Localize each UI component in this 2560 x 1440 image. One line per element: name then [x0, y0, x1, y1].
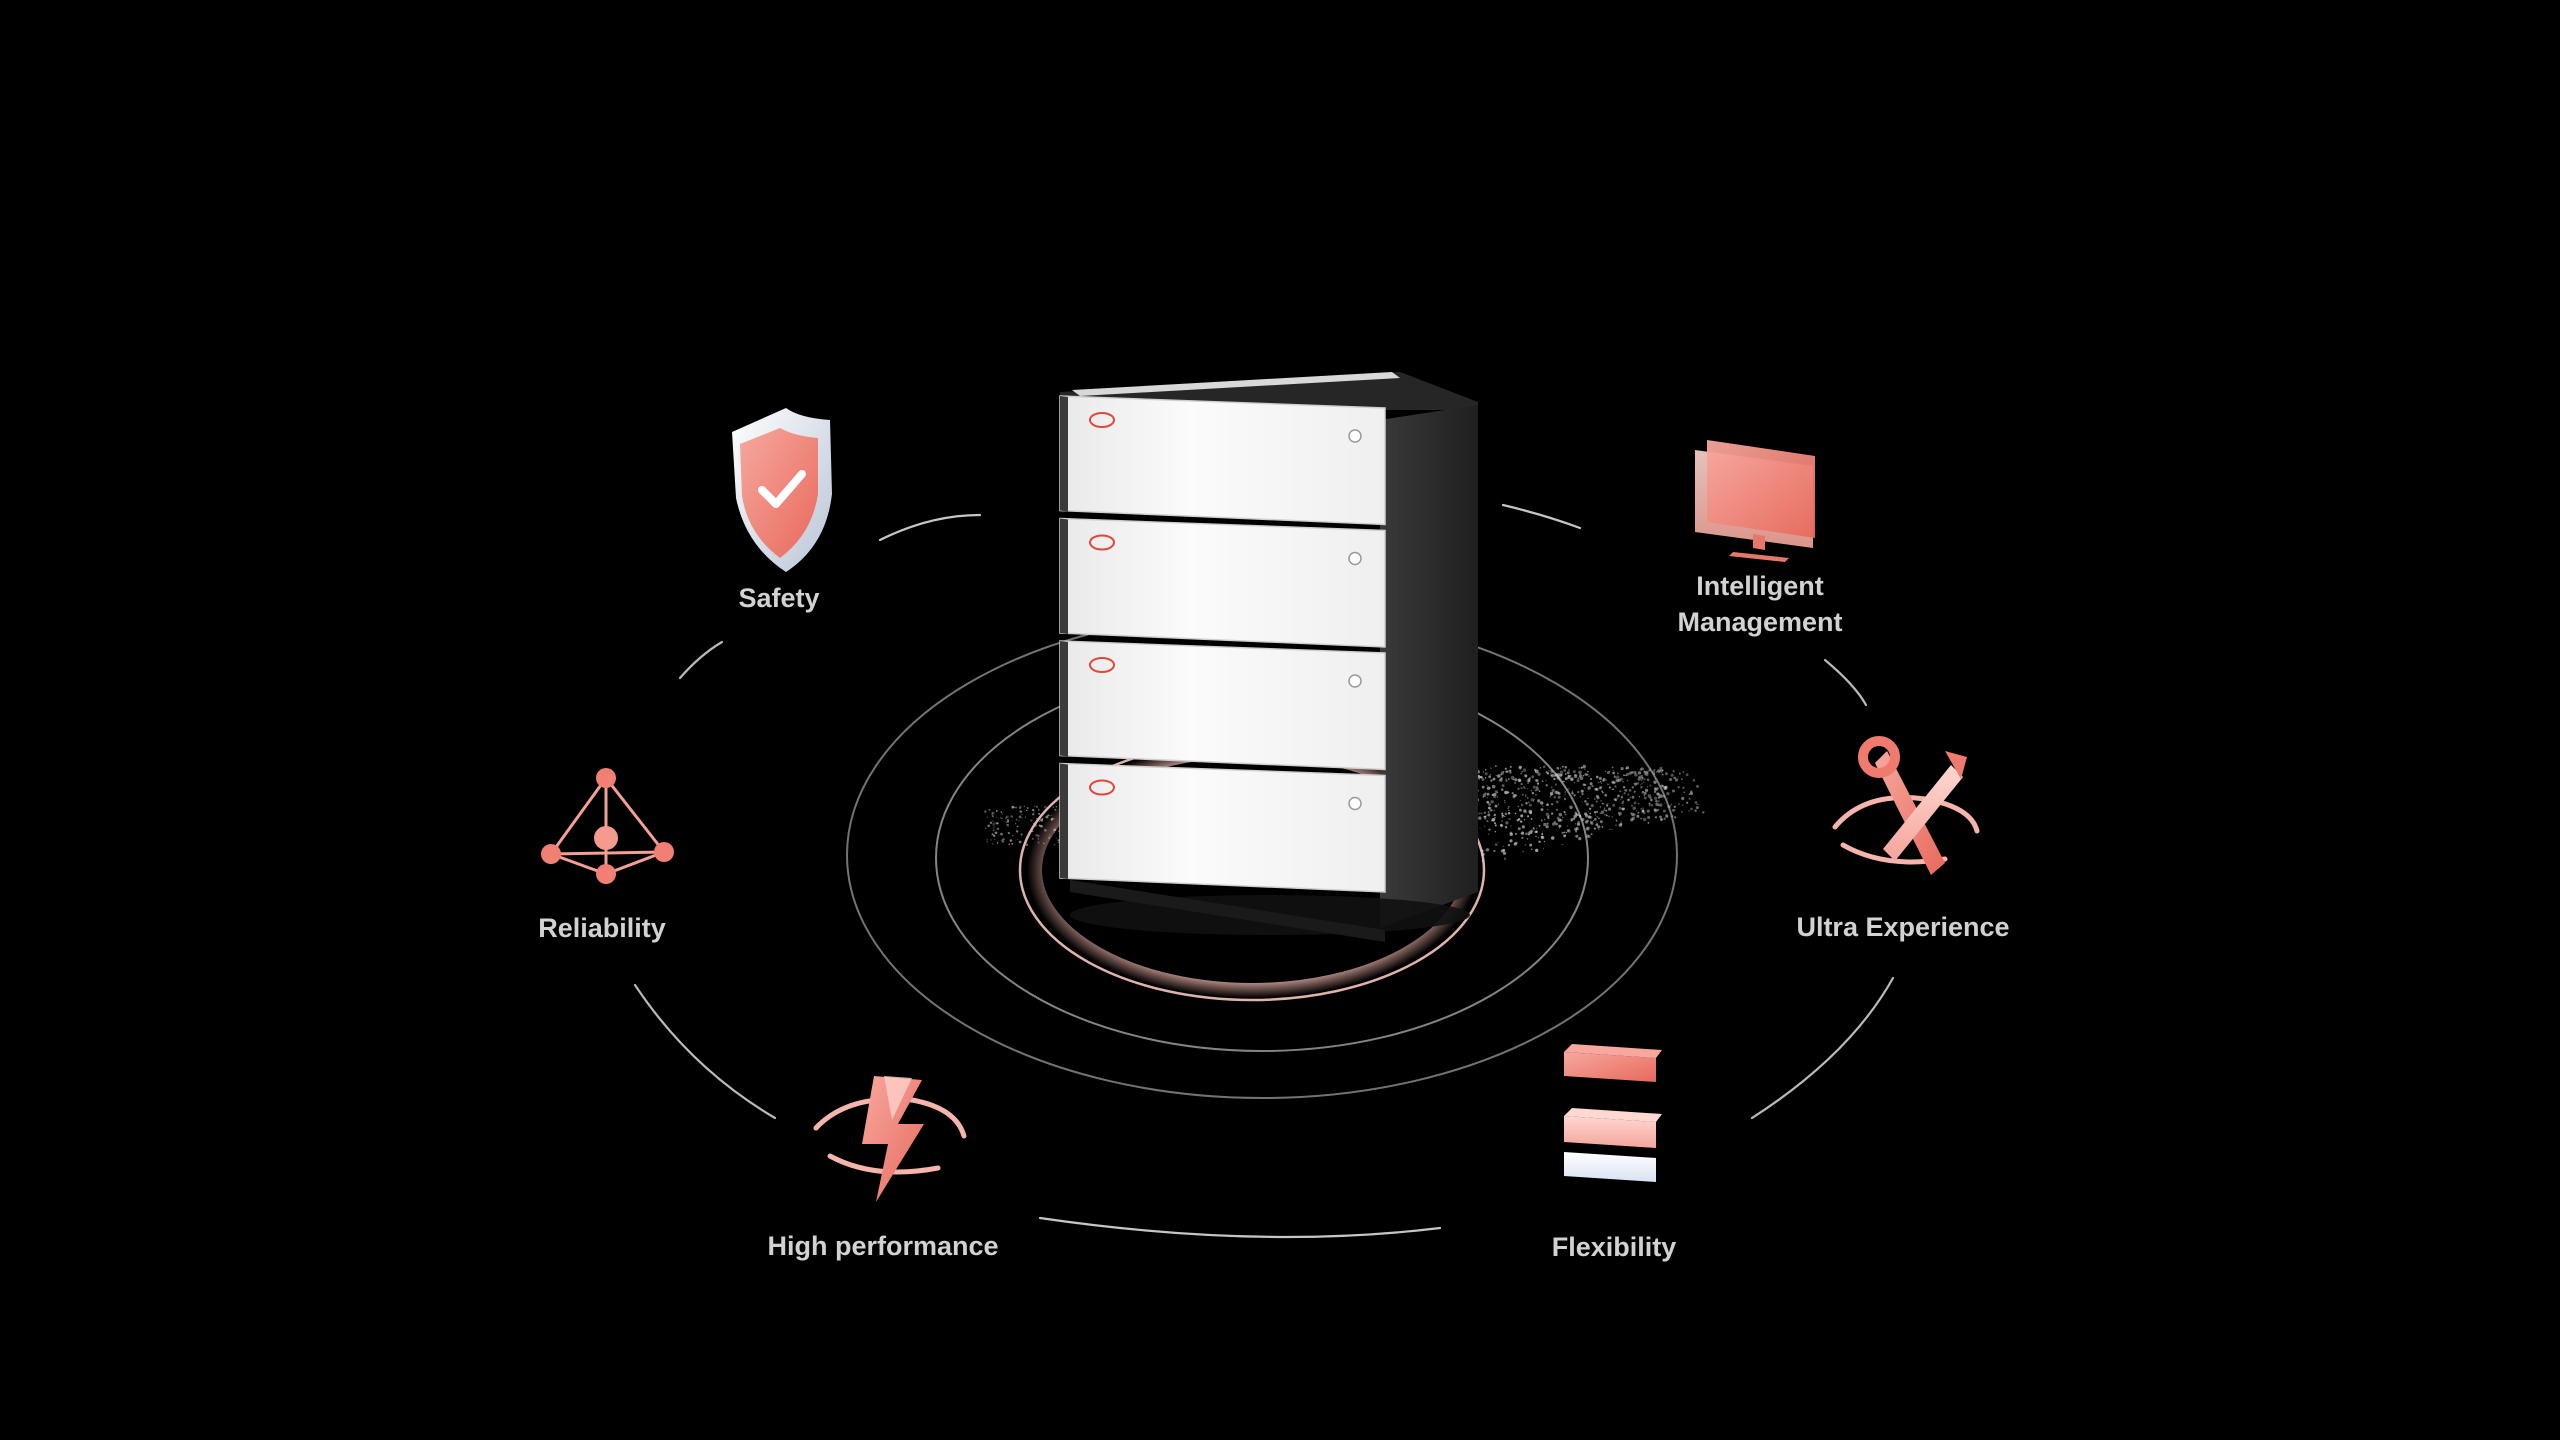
pyramid-network-icon [541, 768, 674, 884]
label-flexibility: Flexibility [1552, 1229, 1677, 1265]
status-indicator-icon [1348, 551, 1362, 566]
battery-module-edge [1060, 641, 1068, 757]
label-reliability: Reliability [538, 910, 666, 946]
label-safety-text: Safety [738, 583, 820, 613]
battery-module-edge [1060, 763, 1068, 879]
label-ultra-experience: Ultra Experience [1796, 909, 2009, 945]
label-reliability-text: Reliability [538, 913, 666, 943]
status-indicator-icon [1348, 674, 1362, 688]
label-safety: Safety [738, 580, 819, 616]
battery-module-edge [1060, 518, 1068, 634]
brand-logo-icon [1089, 657, 1115, 673]
label-ultra-experience-text: Ultra Experience [1796, 912, 2010, 942]
label-high-performance-text: High performance [767, 1231, 999, 1261]
brand-logo-icon [1089, 779, 1115, 796]
status-indicator-icon [1348, 796, 1362, 811]
monitor-icon [1695, 440, 1815, 562]
lightning-rotate-icon [813, 1076, 967, 1202]
label-flexibility-text: Flexibility [1551, 1232, 1677, 1262]
stacked-blocks-icon [1564, 1044, 1662, 1182]
brand-logo-icon [1089, 412, 1115, 428]
label-intelligent-management: Intelligent Management [1677, 568, 1842, 640]
battery-cabinet [1059, 372, 1478, 942]
shield-check-icon [732, 408, 832, 572]
status-indicator-icon [1348, 429, 1362, 443]
label-high-performance: High performance [767, 1228, 998, 1264]
brand-logo-icon [1089, 534, 1115, 551]
label-management-line2: Management [1677, 607, 1843, 637]
battery-module-edge [1060, 396, 1068, 512]
wrench-rotate-icon [1832, 736, 1980, 875]
label-intelligent-line1: Intelligent [1696, 571, 1824, 601]
outer-orbit [633, 503, 1895, 1239]
